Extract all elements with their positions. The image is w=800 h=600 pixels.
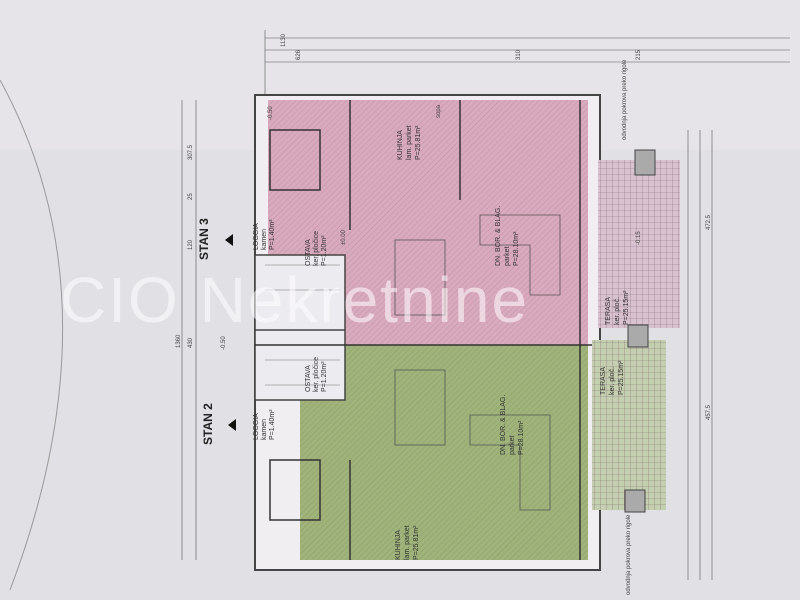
svg-text:P=25.15m²: P=25.15m² [623, 290, 630, 325]
room-storage-stan-2: OSTAVA ker. pločice P=1.20m² [305, 357, 328, 392]
svg-text:ker. pločice: ker. pločice [313, 231, 320, 266]
room-loggia-stan-2: LOGGIA kamen P=1.40m² [253, 409, 276, 440]
watermark: CIO Nekretnine [60, 264, 529, 336]
note-drainage: odvodnja pokrova preko rigole [622, 59, 628, 140]
svg-text:P=28.10m²: P=28.10m² [518, 420, 525, 455]
svg-text:430: 430 [188, 337, 194, 348]
dimension-lines [181, 30, 790, 580]
entrance-arrow-icon [228, 419, 236, 431]
unit-label-stan-3: STAN 3 [197, 218, 211, 260]
unit-label-stan-2: STAN 2 [201, 403, 215, 445]
level-mark: -0.50 [221, 336, 227, 350]
note-sopa: sopa [436, 104, 442, 118]
svg-text:OSTAVA: OSTAVA [305, 239, 312, 266]
svg-text:TERASA: TERASA [600, 367, 607, 395]
room-living-stan-3: DN. BOR. & BLAG. parket P=28.10m² [495, 206, 520, 266]
svg-text:25: 25 [188, 193, 194, 200]
svg-text:1130: 1130 [281, 33, 287, 47]
svg-text:P=25.15m²: P=25.15m² [618, 360, 625, 395]
level-mark: ±0.00 [341, 229, 347, 245]
svg-text:parket: parket [504, 246, 511, 266]
room-terrace-stan-2: TERASA ker. ploč. P=25.15m² [600, 360, 625, 395]
svg-text:LOGGIA: LOGGIA [253, 413, 260, 440]
svg-text:ker. pločice: ker. pločice [313, 357, 320, 392]
svg-text:P=1.40m²: P=1.40m² [269, 219, 276, 250]
svg-text:215: 215 [636, 49, 642, 60]
svg-text:ker. ploč.: ker. ploč. [609, 367, 616, 395]
svg-text:472.5: 472.5 [706, 214, 712, 230]
svg-text:P=1.40m²: P=1.40m² [269, 409, 276, 440]
note-drainage: odvodnja pokrova preko rigole [626, 514, 632, 595]
room-kitchen-stan-2: KUHINJA lam. parket P=25.81m² [395, 525, 420, 560]
svg-text:120: 120 [188, 239, 194, 250]
svg-text:LOGGIA: LOGGIA [253, 223, 260, 250]
svg-text:P=28.10m²: P=28.10m² [513, 231, 520, 266]
entrance-arrow-icon [225, 234, 233, 246]
svg-text:P=25.81m²: P=25.81m² [413, 525, 420, 560]
svg-text:P=1.20m²: P=1.20m² [321, 361, 328, 392]
room-loggia-stan-3: LOGGIA kamen P=1.40m² [253, 219, 276, 250]
svg-text:DN. BOR. & BLAG.: DN. BOR. & BLAG. [500, 395, 507, 455]
svg-text:DN. BOR. & BLAG.: DN. BOR. & BLAG. [495, 206, 502, 266]
room-kitchen-stan-3: KUHINJA lam. parket P=25.81m² [397, 125, 422, 160]
svg-text:parket: parket [509, 435, 516, 455]
svg-text:307.5: 307.5 [188, 144, 194, 160]
svg-text:lam. parket: lam. parket [406, 125, 413, 160]
svg-text:310: 310 [516, 49, 522, 60]
svg-text:kamen: kamen [261, 229, 268, 250]
svg-text:457.5: 457.5 [706, 404, 712, 420]
room-terrace-stan-3: TERASA ker. ploč. P=25.15m² [605, 290, 630, 325]
level-mark: -0.50 [268, 106, 274, 120]
svg-text:KUHINJA: KUHINJA [395, 530, 402, 560]
dimension-labels: 1130 1360 430 472.5 457.5 307.5 120 25 6… [176, 33, 712, 420]
svg-text:ker. ploč.: ker. ploč. [614, 297, 621, 325]
stair-core [254, 254, 346, 401]
svg-text:kamen: kamen [261, 419, 268, 440]
svg-text:OSTAVA: OSTAVA [305, 365, 312, 392]
room-living-stan-2: DN. BOR. & BLAG. parket P=28.10m² [500, 395, 525, 455]
svg-text:lam. parket: lam. parket [404, 525, 411, 560]
svg-text:TERASA: TERASA [605, 297, 612, 325]
level-mark: -0.15 [636, 231, 642, 245]
room-storage-stan-3: OSTAVA ker. pločice P=1.20m² [305, 231, 328, 266]
svg-text:KUHINJA: KUHINJA [397, 130, 404, 160]
svg-text:P=25.81m²: P=25.81m² [415, 125, 422, 160]
svg-text:P=1.20m²: P=1.20m² [321, 235, 328, 266]
svg-text:626: 626 [296, 49, 302, 60]
svg-text:1360: 1360 [176, 334, 182, 348]
